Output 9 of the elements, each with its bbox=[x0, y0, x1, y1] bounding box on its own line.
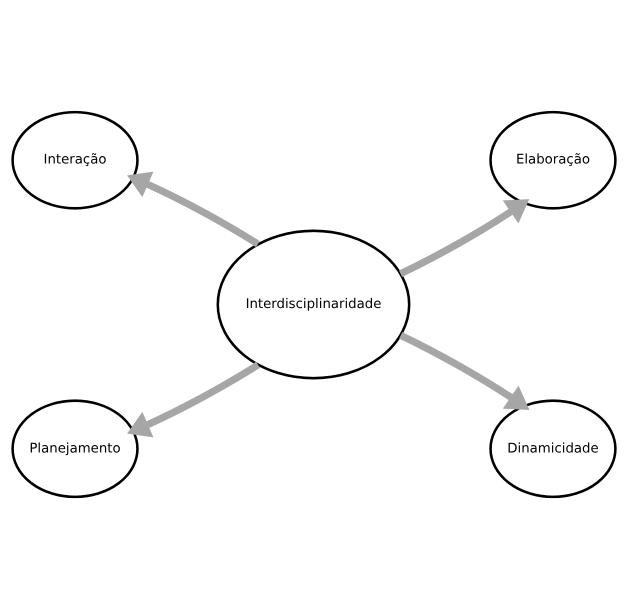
arrow bbox=[127, 171, 260, 247]
node-ellipse: Dinamicidade bbox=[489, 398, 617, 498]
arrow bbox=[399, 332, 530, 410]
arrow bbox=[399, 198, 530, 276]
node-ellipse: Interdisciplinaridade bbox=[216, 229, 410, 379]
arrow bbox=[127, 361, 260, 437]
node-ellipse: Interação bbox=[11, 110, 139, 210]
node-ellipse: Planejamento bbox=[11, 398, 139, 498]
node-ellipse: Elaboração bbox=[489, 110, 617, 210]
